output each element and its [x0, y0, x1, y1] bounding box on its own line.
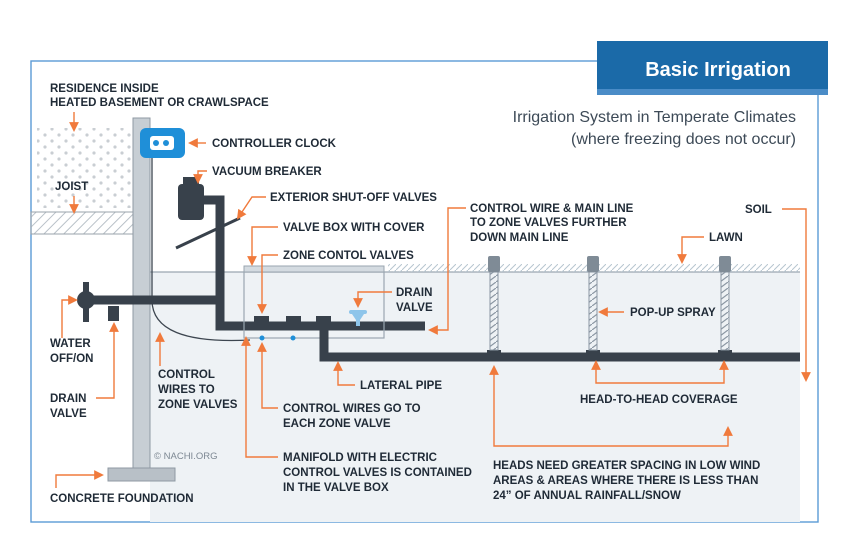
shutoff-handle — [175, 216, 241, 250]
arrow-soil — [782, 208, 811, 382]
label-lawn: LAWN — [709, 232, 743, 244]
label-drain-valve-right-2: VALVE — [396, 302, 433, 314]
arrow-lateral-pipe — [333, 361, 355, 386]
subtitle-line-1: Irrigation System in Temperate Climates — [513, 109, 796, 126]
page-title: Basic Irrigation — [645, 59, 791, 81]
label-control-wires-zone-1: CONTROL — [158, 369, 215, 381]
zone-valve-3 — [316, 316, 331, 330]
label-drain-valve-right-1: DRAIN — [396, 287, 432, 299]
label-zone-control: ZONE CONTOL VALVES — [283, 250, 414, 262]
label-control-wires-zone-2: WIRES TO — [158, 384, 215, 396]
label-concrete: CONCRETE FOUNDATION — [50, 493, 194, 505]
drain-valve-right-icon — [352, 314, 364, 326]
valve-box-cover — [243, 265, 385, 273]
label-control-wires-each-1: CONTROL WIRES GO TO — [283, 403, 421, 415]
arrow-vacuum-breaker — [193, 170, 207, 184]
arrow-valve-box — [247, 226, 278, 266]
label-exterior-shutoff: EXTERIOR SHUT-OFF VALVES — [270, 192, 437, 204]
lateral-pipe — [319, 330, 800, 362]
insulation-area — [37, 128, 133, 208]
popup-spray-head-3 — [718, 256, 732, 357]
popup-spray-head-2 — [586, 256, 600, 357]
label-manifold-2: CONTROL VALVES IS CONTAINED — [283, 467, 472, 479]
label-control-wire-2: TO ZONE VALVES FURTHER — [470, 217, 627, 229]
label-pop-up-spray: POP-UP SPRAY — [630, 307, 716, 319]
label-heads-1: HEADS NEED GREATER SPACING IN LOW WIND — [493, 460, 760, 472]
popup-spray-head-1 — [487, 256, 501, 357]
zone-valve-1 — [254, 316, 269, 330]
arrow-control-wire — [428, 207, 466, 335]
title-bar — [597, 41, 828, 95]
label-vacuum-breaker: VACUUM BREAKER — [212, 166, 322, 178]
joist — [30, 211, 151, 235]
label-heads-3: 24” OF ANNUAL RAINFALL/SNOW — [493, 490, 681, 502]
label-controller-clock: CONTROLLER CLOCK — [212, 138, 337, 150]
label-manifold-1: MANIFOLD WITH ELECTRIC — [283, 452, 437, 464]
label-head-to-head: HEAD-TO-HEAD COVERAGE — [580, 394, 738, 406]
label-control-wire-3: DOWN MAIN LINE — [470, 232, 569, 244]
label-heads-2: AREAS & AREAS WHERE THERE IS LESS THAN — [493, 475, 758, 487]
label-valve-box: VALVE BOX WITH COVER — [283, 222, 425, 234]
label-water-2: OFF/ON — [50, 353, 93, 365]
arrow-drain-right — [353, 291, 392, 308]
label-drain-valve-left-2: VALVE — [50, 408, 87, 420]
subtitle-line-2: (where freezing does not occur) — [571, 131, 796, 148]
label-control-wires-each-2: EACH ZONE VALVE — [283, 418, 391, 430]
arrow-control-wires-each — [257, 342, 278, 409]
label-residence-2: HEATED BASEMENT OR CRAWLSPACE — [50, 97, 269, 109]
vacuum-breaker-icon — [178, 184, 204, 220]
arrow-lawn — [677, 236, 704, 264]
label-residence-1: RESIDENCE INSIDE — [50, 83, 159, 95]
label-water-1: WATER — [50, 338, 91, 350]
water-valve-icon — [77, 291, 95, 309]
drain-valve-left-icon — [108, 306, 119, 321]
concrete-foundation — [107, 467, 176, 482]
arrow-concrete — [55, 470, 104, 488]
arrow-zone-control — [257, 254, 278, 314]
label-drain-valve-left-1: DRAIN — [50, 393, 86, 405]
label-joist: JOIST — [55, 181, 88, 193]
label-control-wires-zone-3: ZONE VALVES — [158, 399, 238, 411]
arrow-exterior-shutoff — [236, 196, 266, 220]
label-manifold-3: IN THE VALVE BOX — [283, 482, 389, 494]
label-soil: SOIL — [745, 204, 772, 216]
label-lateral-pipe: LATERAL PIPE — [360, 380, 442, 392]
arrow-drain-left — [96, 322, 119, 399]
arrow-heads-spacing — [489, 365, 733, 447]
arrow-manifold — [241, 336, 278, 458]
credit: © NACHI.ORG — [154, 451, 217, 462]
arrow-water — [61, 295, 78, 338]
label-control-wire-1: CONTROL WIRE & MAIN LINE — [470, 203, 634, 215]
zone-valve-2 — [286, 316, 301, 330]
